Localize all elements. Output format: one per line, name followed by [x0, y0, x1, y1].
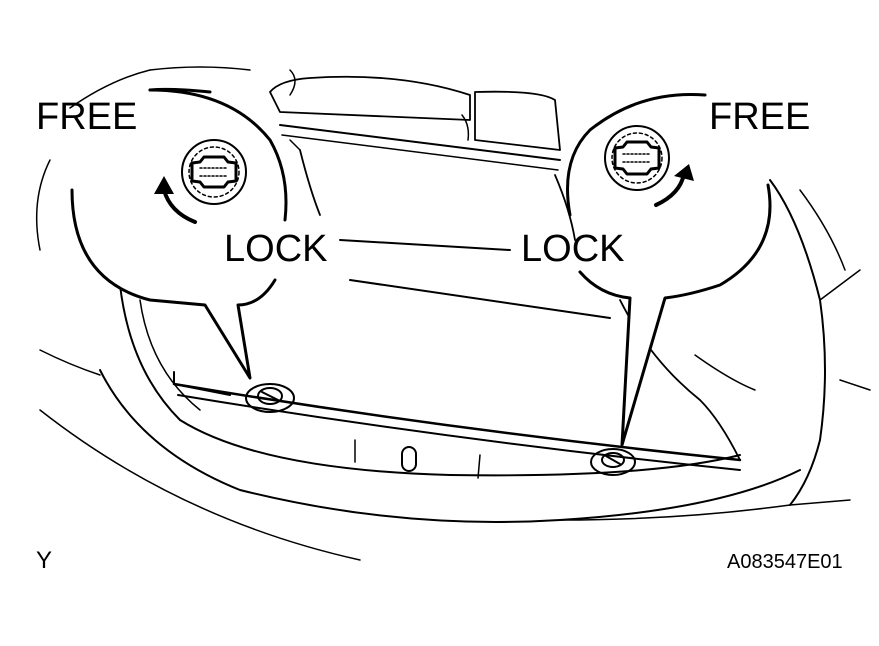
figure-code: A083547E01 [727, 551, 843, 573]
free-label-right: FREE [709, 96, 811, 138]
lock-label-right: LOCK [521, 228, 625, 270]
left-floor-clip [245, 383, 295, 413]
right-floor-clip [590, 448, 636, 476]
right-callout [566, 92, 772, 447]
figure-letter: Y [36, 547, 53, 574]
rotate-arrow-icon [154, 176, 197, 224]
compartment-floor [172, 149, 756, 479]
rotate-arrow-icon [654, 164, 694, 207]
right-clip-detail [604, 125, 670, 191]
free-label-left: FREE [36, 96, 138, 138]
vehicle-body [35, 66, 871, 561]
lock-label-left: LOCK [224, 228, 328, 270]
rear-seats [269, 69, 561, 171]
left-clip-detail [181, 139, 247, 205]
left-callout [70, 87, 288, 380]
center-hook [401, 446, 417, 472]
